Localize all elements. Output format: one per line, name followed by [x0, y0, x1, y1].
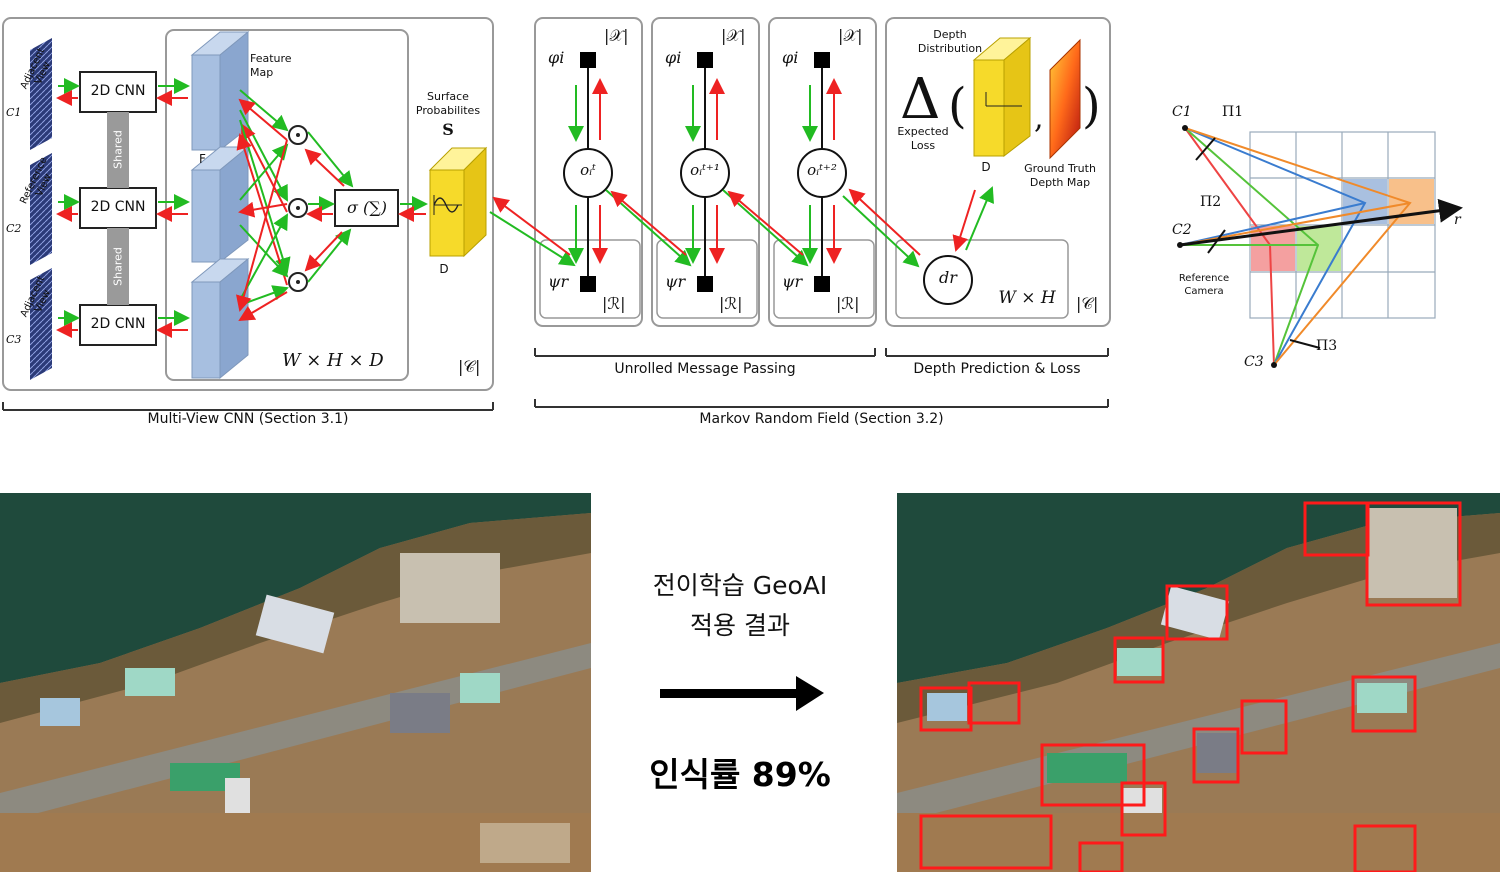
view-images — [30, 38, 52, 380]
svg-text:): ) — [1082, 78, 1101, 134]
r-label-3: |ℛ| — [836, 294, 860, 313]
feature-map-cubes — [190, 30, 250, 380]
reference-camera-label: Reference Camera — [1178, 273, 1230, 297]
psi-label-1: ψr — [548, 272, 569, 291]
result-title-line2: 적용 결과 — [690, 611, 790, 640]
svg-text:Δ: Δ — [900, 67, 940, 132]
plane-2-label: Π2 — [1200, 194, 1222, 210]
o-label-2: oᵢᵗ⁺¹ — [690, 161, 720, 179]
plane-1-label: Π1 — [1222, 104, 1244, 120]
x-label-2: |𝒳| — [721, 26, 746, 45]
o-label-1: oᵢᵗ — [580, 161, 596, 179]
d-label-1: D — [439, 262, 449, 276]
view-id-3: C3 — [6, 333, 22, 346]
whd-label: W × H × D — [282, 350, 384, 371]
recognition-rate: 인식률 89% — [649, 755, 831, 794]
view-id-2: C2 — [6, 222, 22, 235]
ray-diagram — [1177, 125, 1463, 368]
d-label-2: D — [981, 160, 991, 174]
c-label-2: |𝒞| — [1076, 294, 1099, 313]
mrf-label: Markov Random Field (Section 3.2) — [699, 411, 944, 427]
cnn-label-3: 2D CNN — [90, 316, 146, 332]
depth-dist-label: Depth Distribution — [917, 28, 983, 55]
psi-label-2: ψr — [665, 272, 686, 291]
shared-bar-2 — [107, 228, 129, 305]
camera-c2-label: C2 — [1172, 222, 1192, 238]
surface-label: Surface Probabilites — [415, 90, 481, 117]
camera-c1-label: C1 — [1172, 104, 1192, 120]
aerial-photo-original-art — [0, 493, 591, 872]
phi-label-2: φi — [665, 48, 682, 67]
psi-label-3: ψr — [782, 272, 803, 291]
r-label-1: |ℛ| — [602, 294, 626, 313]
surface-prob-volume — [428, 146, 488, 258]
phi-label-1: φi — [548, 48, 565, 67]
camera-c3-label: C3 — [1244, 354, 1264, 370]
o-label-3: oᵢᵗ⁺² — [807, 161, 837, 179]
depth-pred-label: Depth Prediction & Loss — [913, 361, 1081, 377]
detection-boxes — [919, 501, 1462, 872]
f-label: F — [199, 152, 206, 166]
multiview-cnn-panel — [2, 17, 494, 411]
ray-label: r — [1454, 212, 1461, 228]
svg-text:,: , — [1034, 101, 1044, 136]
aerial-photo-original — [0, 493, 591, 872]
mvcnn-label: Multi-View CNN (Section 3.1) — [147, 411, 349, 427]
feature-map-label: Feature Map — [250, 52, 292, 79]
expected-loss-label: Expected Loss — [897, 125, 949, 152]
shared-bar-1 — [107, 112, 129, 188]
unrolled-label: Unrolled Message Passing — [614, 361, 796, 377]
result-title-line1: 전이학습 GeoAI — [652, 571, 828, 600]
gt-label: Ground Truth Depth Map — [1024, 162, 1096, 189]
aerial-photo-detected-art — [897, 493, 1500, 872]
cnn-label-1: 2D CNN — [90, 83, 146, 99]
shared-label-1: Shared — [111, 130, 125, 169]
sigma-label: σ (∑) — [347, 198, 387, 217]
svg-text:(: ( — [948, 78, 967, 134]
x-label-3: |𝒳| — [838, 26, 863, 45]
aerial-photo-detected — [897, 493, 1500, 872]
shared-label-2: Shared — [111, 247, 125, 286]
x-label-1: |𝒳| — [604, 26, 629, 45]
dr-label: dr — [939, 268, 957, 287]
view-id-1: C1 — [6, 106, 22, 119]
cnn-label-2: 2D CNN — [90, 199, 146, 215]
cnn-box-2 — [79, 187, 157, 229]
phi-label-3: φi — [782, 48, 799, 67]
plane-3-label: Π3 — [1316, 338, 1338, 354]
wh-label: W × H — [998, 288, 1056, 308]
depth-volume — [972, 36, 1032, 158]
ground-truth-depth-map — [1049, 38, 1081, 160]
result-arrow — [660, 676, 824, 711]
r-label-2: |ℛ| — [719, 294, 743, 313]
c-label-1: |𝒞| — [458, 357, 481, 376]
s-label: S — [442, 120, 454, 139]
mrf-panels: Δ ( ) , — [489, 17, 1111, 408]
